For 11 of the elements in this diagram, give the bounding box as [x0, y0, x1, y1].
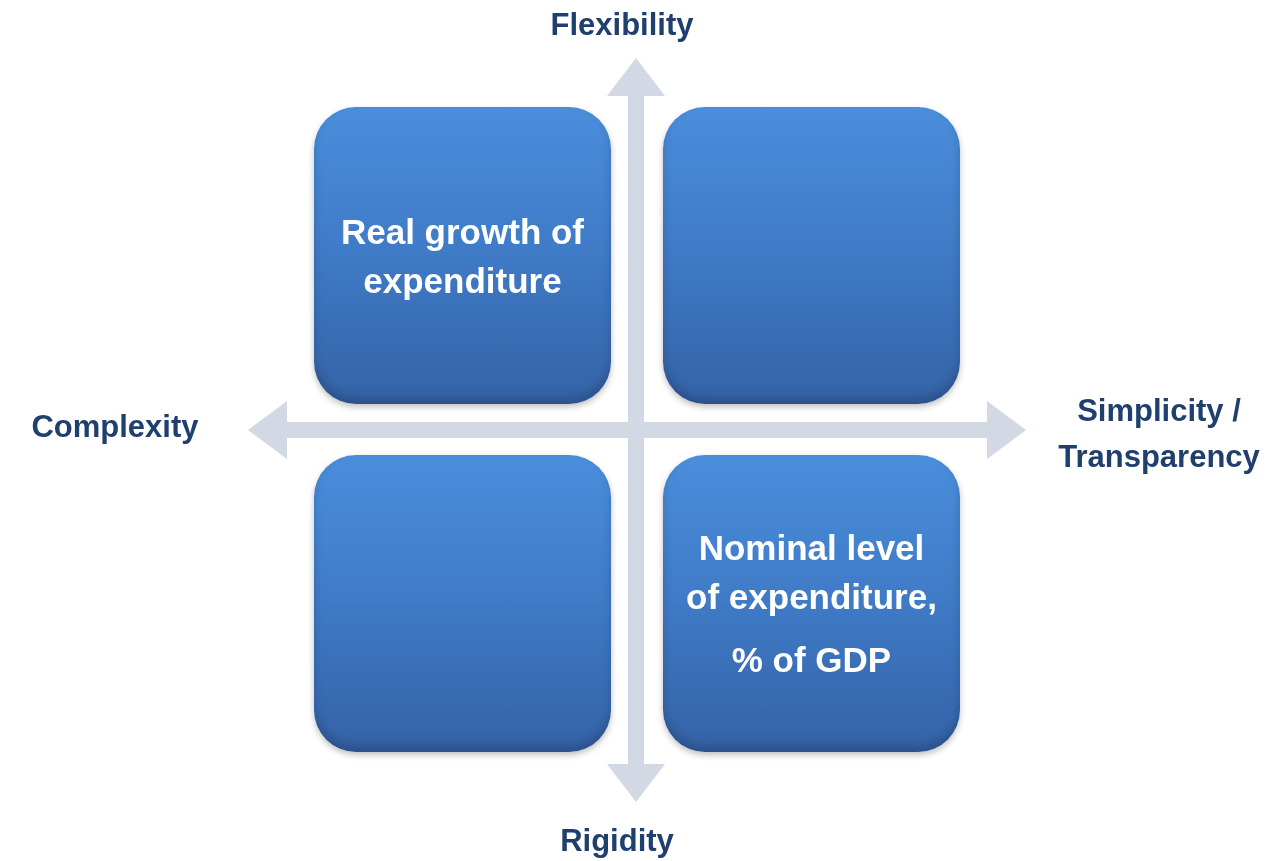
axis-label: Complexity	[30, 408, 200, 446]
axis-label: Rigidity	[559, 822, 675, 860]
quadrant-box	[314, 455, 611, 752]
quadrant-box	[314, 107, 611, 404]
quadrant-text: % of GDP	[731, 639, 892, 681]
quadrant-text: Real growth of expenditure	[339, 210, 586, 302]
quadrant-box	[663, 107, 960, 404]
quadrant-box	[663, 455, 960, 752]
quadrant-text: Nominal level of expenditure,	[685, 527, 938, 618]
axis-label: Simplicity / Transparency	[1057, 392, 1261, 476]
axis-label: Flexibility	[549, 6, 695, 44]
